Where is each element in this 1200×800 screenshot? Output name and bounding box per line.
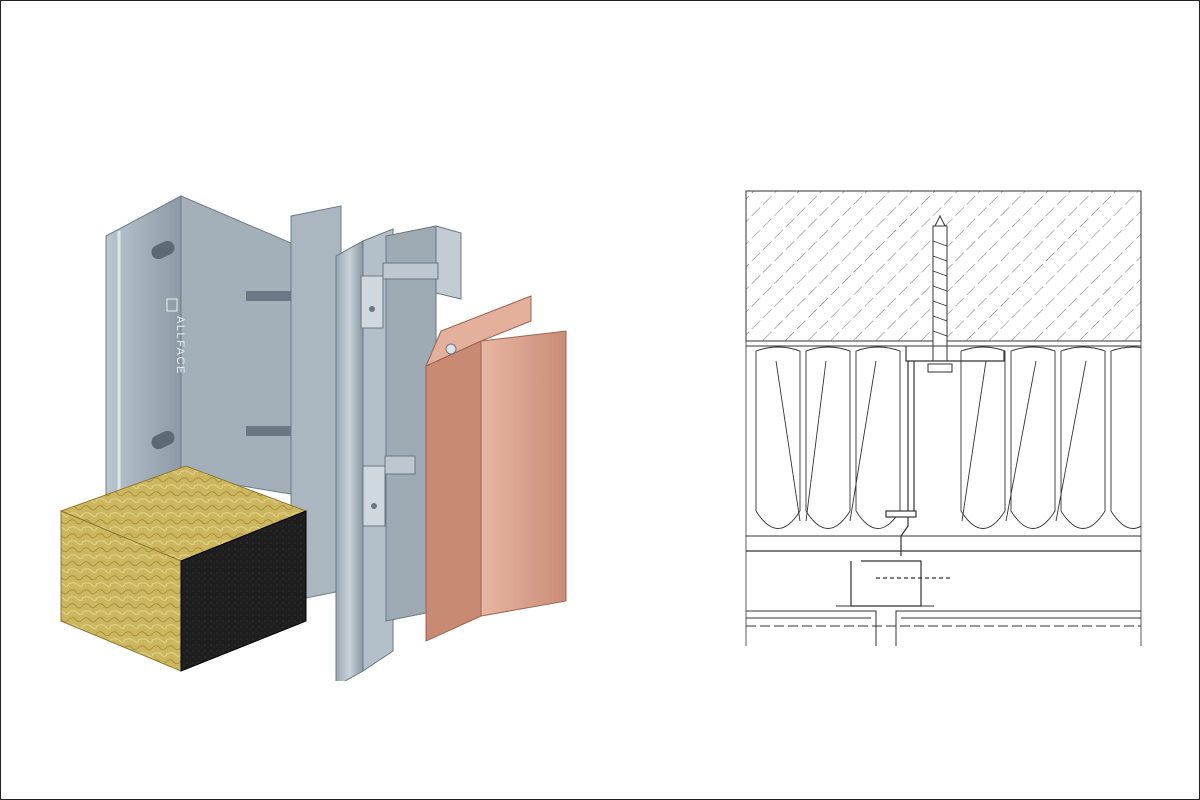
- lower-clip-bracket: [362, 455, 416, 527]
- bracket-profile: [885, 346, 1005, 556]
- copper-cladding-panel: [425, 295, 567, 642]
- break-lines: [745, 191, 1142, 646]
- upper-clip-bracket: [360, 262, 439, 329]
- insulation-layer: [746, 345, 1141, 537]
- cladding-panels: [746, 605, 1141, 646]
- joint-profile: [746, 550, 1141, 607]
- brand-label: ALLFACE: [174, 316, 186, 375]
- vertical-carrier-rail: [335, 225, 462, 681]
- mineral-wool-block: [59, 465, 308, 672]
- anchor-dowel: [927, 214, 953, 373]
- section-drawing: [745, 190, 1142, 646]
- isometric-facade-detail: ALLFACE: [59, 195, 567, 681]
- brand-mark: ALLFACE: [166, 298, 186, 375]
